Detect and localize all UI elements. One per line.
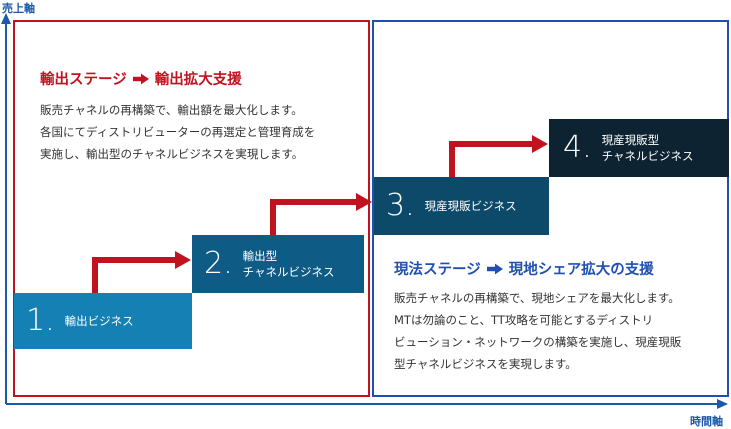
x-axis-arrowhead	[717, 399, 728, 409]
step-number: 1.	[26, 303, 55, 338]
local-stage-title: 現法ステージ 現地シェア拡大の支援	[394, 258, 654, 279]
local-stage-title-right: 現地シェア拡大の支援	[508, 262, 654, 278]
step-label: 輸出型 チャネルビジネス	[243, 248, 335, 280]
export-stage-panel	[13, 20, 370, 397]
export-stage-description: 販売チャネルの再構築で、輸出額を最大化します。 各国にてディストリビューターの再…	[40, 99, 315, 165]
step-arrow-1-to-2-head	[175, 251, 191, 269]
y-axis-arrowhead	[1, 13, 11, 24]
export-desc-line: 各国にてディストリビューターの再選定と管理育成を	[40, 125, 316, 139]
step-label-line: 現産現販ビジネス	[424, 199, 517, 213]
step-label-line: チャネルビジネス	[242, 265, 335, 279]
step-4-local-channel-business: 4. 現産現販型 チャネルビジネス	[549, 119, 729, 177]
local-desc-line: 販売チャネルの再構築で、現地シェアを最大化します。	[394, 291, 680, 305]
local-stage-title-left: 現法ステージ	[394, 262, 481, 278]
step-label: 現産現販ビジネス	[425, 198, 517, 214]
step-label: 現産現販型 チャネルビジネス	[602, 132, 694, 164]
step-1-export-business: 1. 輸出ビジネス	[14, 293, 192, 349]
x-axis-label: 時間軸	[690, 415, 723, 428]
local-desc-line: MTは勿論のこと、TT攻略を可能とするディストリ	[394, 313, 654, 327]
step-label-line: 輸出ビジネス	[64, 314, 134, 328]
export-desc-line: 実施し、輸出型のチャネルビジネスを実現します。	[40, 147, 304, 161]
step-label-line: チャネルビジネス	[601, 149, 694, 163]
step-arrow-1-to-2	[92, 257, 176, 293]
step-number: 3.	[386, 188, 415, 223]
export-stage-title: 輸出ステージ 輸出拡大支援	[40, 68, 242, 89]
right-arrow-icon	[132, 73, 149, 84]
step-label-line: 現産現販型	[601, 133, 660, 147]
step-label: 輸出ビジネス	[65, 313, 134, 329]
right-arrow-icon	[486, 263, 503, 274]
step-number: 4.	[563, 130, 592, 165]
local-stage-description: 販売チャネルの再構築で、現地シェアを最大化します。 MTは勿論のこと、TT攻略を…	[394, 287, 681, 375]
step-label-line: 輸出型	[242, 249, 278, 263]
step-arrow-3-to-4-head	[532, 135, 548, 153]
step-2-export-channel-business: 2. 輸出型 チャネルビジネス	[192, 235, 364, 293]
step-arrow-3-to-4	[449, 141, 532, 177]
local-desc-line: 型チャネルビジネスを実現します。	[394, 357, 577, 371]
step-3-local-business: 3. 現産現販ビジネス	[374, 177, 549, 235]
export-desc-line: 販売チャネルの再構築で、輸出額を最大化します。	[40, 103, 303, 117]
export-stage-title-left: 輸出ステージ	[40, 72, 127, 88]
step-arrow-2-to-3	[270, 199, 357, 235]
local-desc-line: ビューション・ネットワークの構築を実施し、現産現販	[394, 335, 682, 349]
step-arrow-2-to-3-head	[356, 193, 372, 211]
y-axis-label: 売上軸	[2, 2, 35, 15]
step-number: 2.	[204, 246, 233, 281]
local-stage-panel	[372, 20, 729, 397]
export-stage-title-right: 輸出拡大支援	[154, 72, 242, 88]
